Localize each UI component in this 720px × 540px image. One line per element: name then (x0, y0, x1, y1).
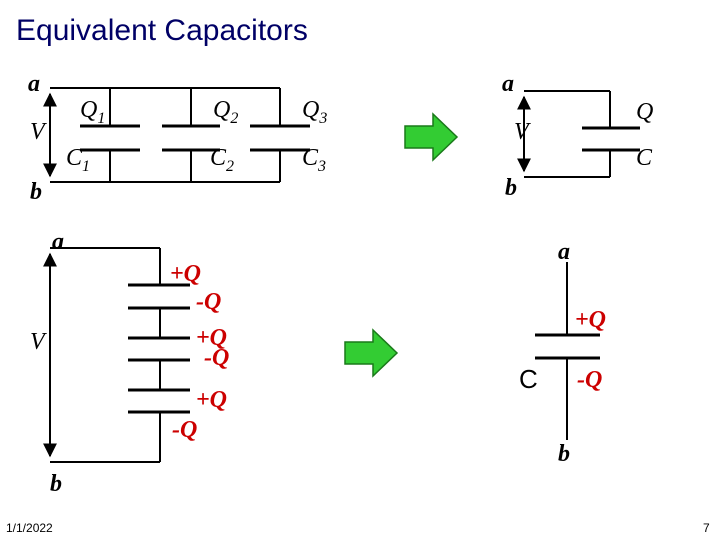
parallel-node-b: b (30, 179, 42, 205)
capacitance-c1: C1 (66, 145, 91, 175)
slide-title: Equivalent Capacitors (16, 14, 308, 47)
capacitance-c2: C2 (210, 145, 235, 175)
series-charge-5: +Q (196, 387, 228, 413)
series-equiv-node-b: b (558, 441, 570, 467)
capacitor-c2 (162, 88, 220, 182)
series-equivalent-circuit (535, 262, 600, 440)
parallel-equivalent-circuit (517, 90, 640, 178)
parallel-node-a: a (28, 71, 40, 97)
capacitor-c-equivalent (582, 91, 640, 177)
capacitance-c3: C3 (302, 145, 327, 175)
series-charge-1: +Q (170, 261, 202, 287)
equiv-node-a: a (502, 71, 514, 97)
series-equiv-plus-charge: +Q (575, 307, 607, 333)
arrow-right-icon (344, 328, 399, 378)
slide-date: 1/1/2022 (6, 521, 53, 535)
charge-q3: Q3 (302, 97, 328, 127)
series-voltage-label: V (30, 329, 45, 355)
parallel-circuit (43, 87, 310, 183)
equiv-voltage-label: V (514, 119, 529, 145)
capacitor-c3 (250, 88, 310, 182)
series-equiv-minus-charge: -Q (577, 367, 603, 393)
series-equiv-node-a: a (558, 239, 570, 265)
series-equiv-capacitance: C (519, 364, 538, 394)
series-node-a: a (52, 229, 64, 255)
equiv-charge-q: Q (636, 99, 654, 125)
equiv-capacitance-c: C (636, 145, 653, 171)
equiv-node-b: b (505, 175, 517, 201)
charge-q2: Q2 (213, 97, 239, 127)
series-charge-2: -Q (196, 289, 222, 315)
series-charge-4: -Q (204, 345, 230, 371)
series-charge-6: -Q (172, 417, 198, 443)
series-circuit (43, 247, 190, 463)
parallel-voltage-label: V (30, 119, 45, 145)
arrow-right-icon (404, 112, 459, 162)
page-number: 7 (703, 521, 710, 535)
series-charge-3: +Q (196, 325, 228, 351)
capacitor-c1 (80, 88, 140, 182)
series-node-b: b (50, 471, 62, 497)
charge-q1: Q1 (80, 97, 106, 127)
